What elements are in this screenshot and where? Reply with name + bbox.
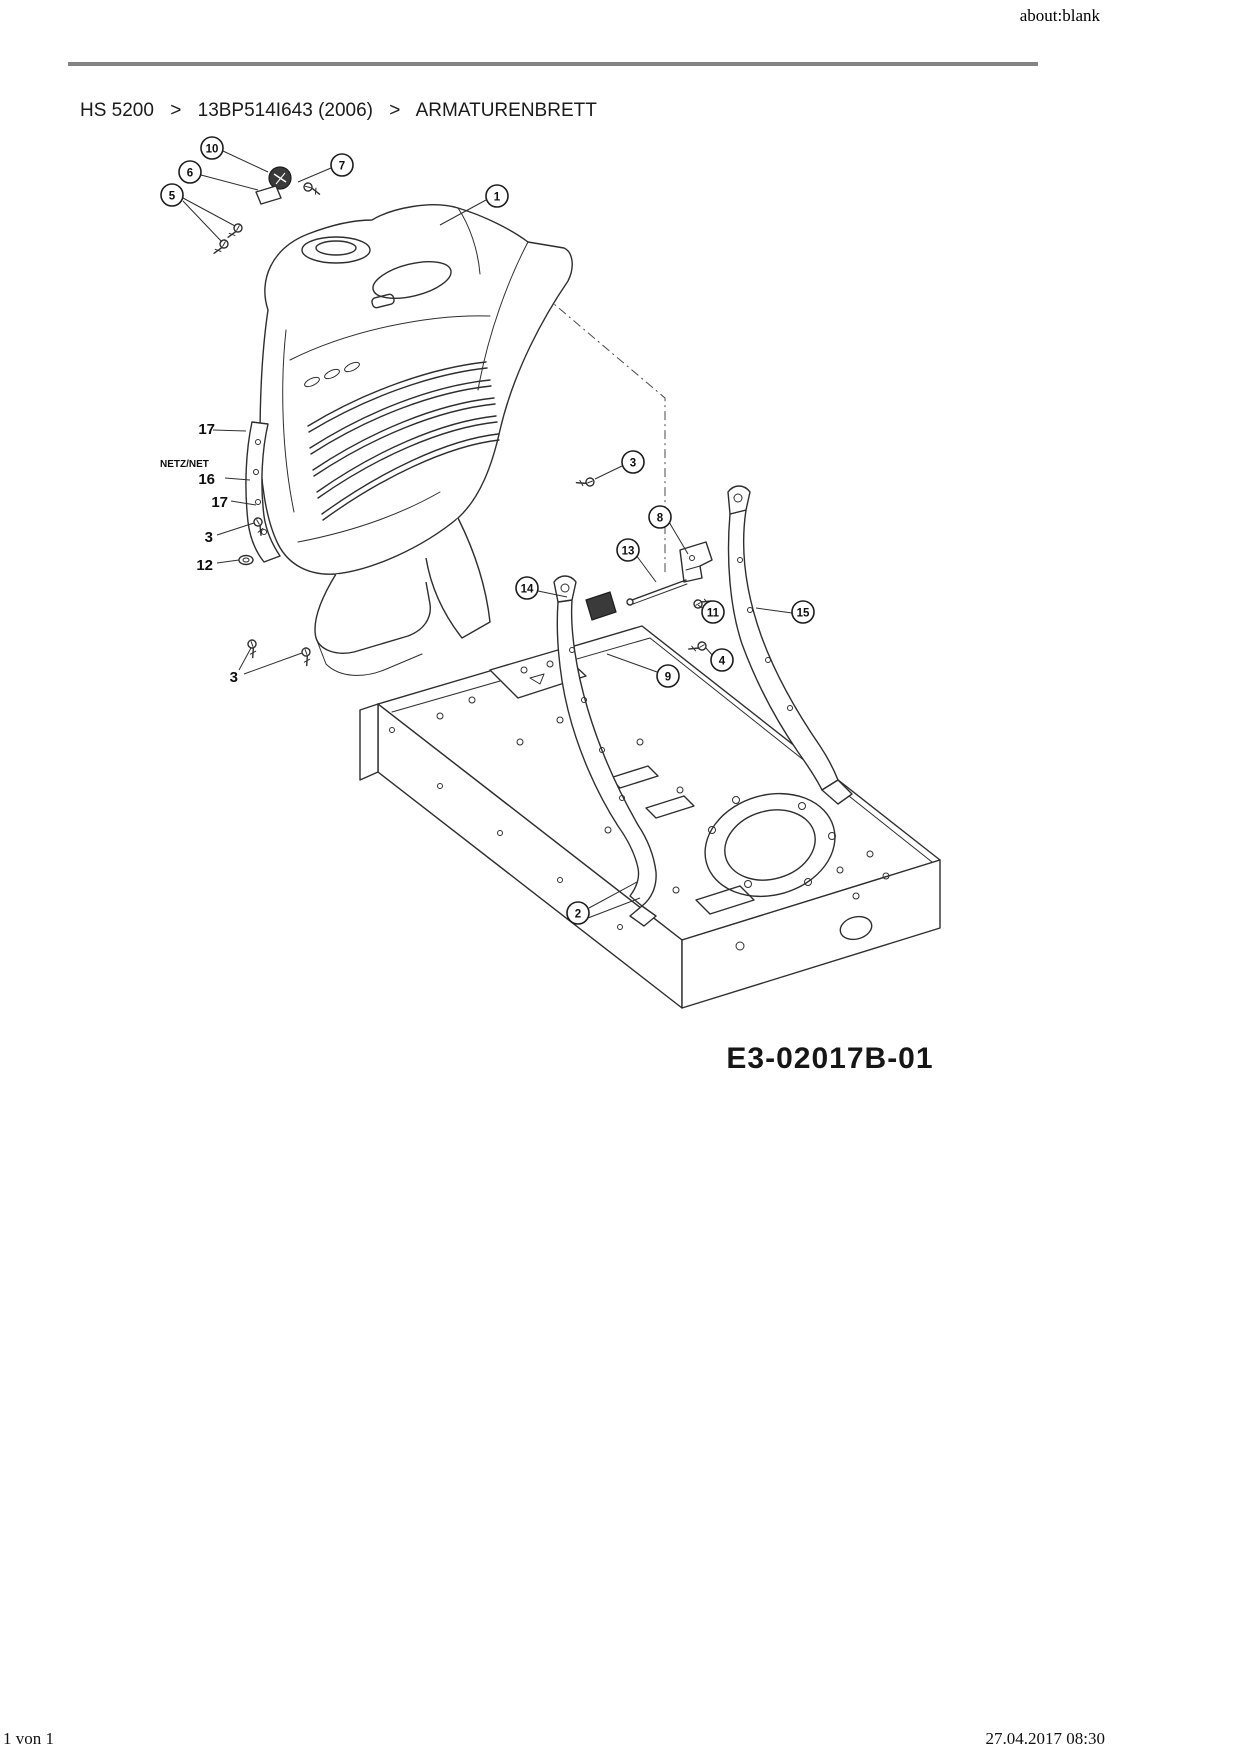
svg-text:3: 3 [630,458,636,470]
callout-1: 1 [485,184,509,208]
callout-10: 10 [200,136,224,160]
screw-part-3-right [575,475,596,491]
support-bracket-15-drawing [727,485,853,805]
breadcrumb-separator: > [389,100,401,121]
svg-text:11: 11 [707,608,720,620]
svg-text:10: 10 [206,144,219,156]
label-16: 16 [198,471,215,488]
label-3-bottom: 3 [230,669,238,686]
breadcrumb-item-assembly: ARMATURENBRETT [415,100,597,121]
label-netz-net: NETZ/NET [160,459,209,470]
dashboard-console-drawing [259,204,573,676]
svg-text:9: 9 [665,672,671,684]
callout-6: 6 [178,160,202,184]
svg-text:7: 7 [339,161,345,173]
label-12: 12 [196,557,213,574]
label-3-left: 3 [205,529,213,546]
hardware-drawing [212,166,713,667]
svg-text:1: 1 [494,192,501,204]
svg-text:6: 6 [187,168,193,180]
callout-7: 7 [330,153,354,177]
breadcrumb-item-type: 13BP514I643 (2006) [197,100,373,121]
chassis-frame-drawing [359,625,941,1009]
callout-15: 15 [791,600,815,624]
footer-timestamp: 27.04.2017 08:30 [985,1729,1105,1748]
label-17-lower: 17 [211,494,228,511]
callout-9: 9 [656,664,680,688]
header-url: about:blank [1019,6,1100,25]
breadcrumb-item-model: HS 5200 [80,100,154,121]
svg-text:5: 5 [169,191,176,203]
mesh-strip-drawing [245,421,281,563]
breadcrumb-separator: > [170,100,182,121]
svg-text:8: 8 [657,513,664,525]
svg-text:13: 13 [622,546,635,558]
screw-part-3-bottom-a [245,638,261,659]
svg-text:4: 4 [719,656,726,668]
screw-part-3-bottom-b [299,646,315,667]
screw-part-5a [226,221,245,242]
svg-text:2: 2 [575,909,581,921]
callout-14: 14 [515,576,539,600]
callout-5: 5 [160,183,184,207]
callout-3: 3 [621,450,645,474]
header-divider [68,62,1038,66]
leader-lines [182,150,793,919]
breadcrumb: HS 5200 > 13BP514I643 (2006) > ARMATUREN… [80,100,597,122]
screw-part-4 [687,638,709,657]
svg-text:15: 15 [797,608,810,620]
svg-text:14: 14 [521,584,534,596]
callout-8: 8 [648,505,672,529]
parts-diagram: 10 6 7 5 1 3 8 13 14 11 15 4 9 2 17 NETZ… [140,130,980,1120]
footer-page-count: 1 von 1 [3,1729,54,1748]
pin-part-13 [626,579,688,606]
diagram-part-code: E3-02017B-01 [726,1042,933,1075]
bracket-part-6 [255,185,282,205]
callout-11: 11 [701,600,725,624]
label-17-upper: 17 [198,421,215,438]
screw-part-7 [302,181,323,196]
callout-13: 13 [616,538,640,562]
callout-2: 2 [566,901,590,925]
washer-part-12 [238,554,254,566]
callout-4: 4 [710,648,734,672]
